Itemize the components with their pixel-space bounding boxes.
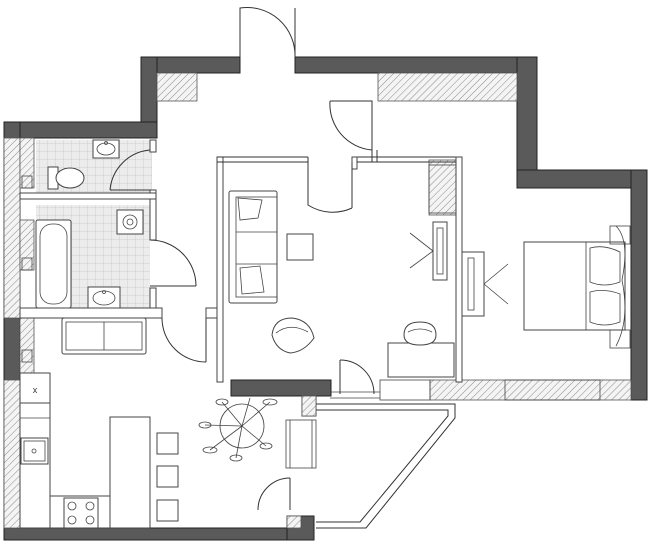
armchair xyxy=(271,317,315,354)
exterior-walls xyxy=(3,56,648,541)
bedroom-tv xyxy=(461,251,509,317)
bath-sink xyxy=(87,286,121,309)
dining-chair xyxy=(156,465,179,488)
kitchen: x xyxy=(19,317,278,529)
coffee-table xyxy=(286,233,314,261)
kitchen-sofa xyxy=(61,317,147,355)
dining-chair xyxy=(156,432,179,455)
bedroom xyxy=(461,225,631,349)
bathroom-fixtures xyxy=(21,139,144,363)
washing-machine xyxy=(116,209,144,235)
kitchen-sink xyxy=(20,437,49,465)
plant xyxy=(198,397,278,462)
kitchen-cabinet-mark: x xyxy=(33,385,38,395)
bathtub xyxy=(35,219,72,309)
kitchen-cabinet xyxy=(19,372,51,404)
living-room xyxy=(228,164,457,378)
living-sofa xyxy=(228,190,278,304)
tv xyxy=(409,221,448,281)
doors xyxy=(109,7,375,511)
dining-chair xyxy=(156,499,179,522)
stove xyxy=(63,497,99,529)
desk-chair xyxy=(403,321,437,346)
dining-table xyxy=(109,416,151,529)
double-bed xyxy=(523,225,631,349)
window-segments xyxy=(3,72,632,529)
toilet xyxy=(47,166,85,190)
wc-sink xyxy=(92,139,120,159)
desk xyxy=(387,342,455,378)
